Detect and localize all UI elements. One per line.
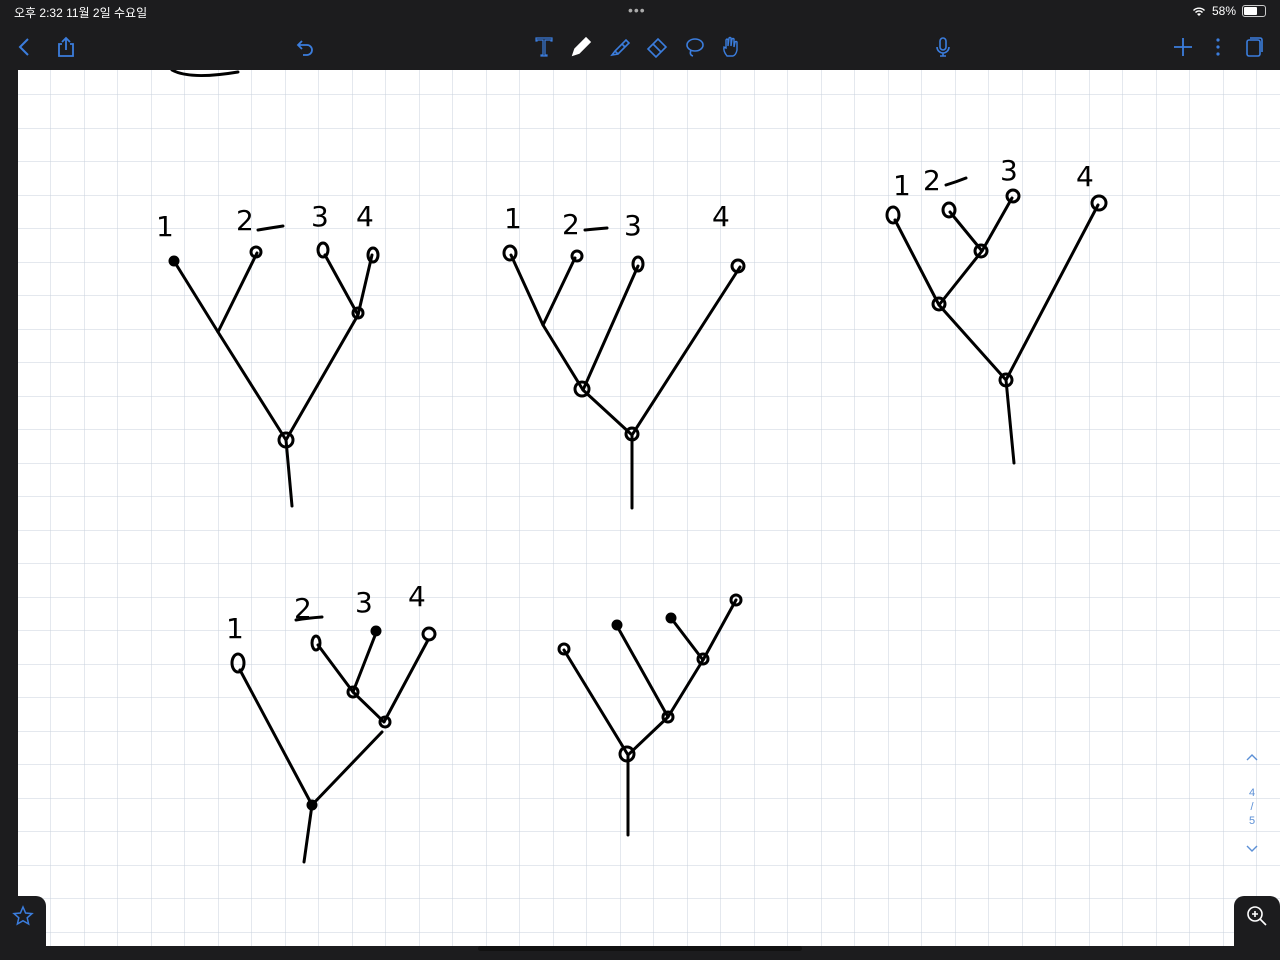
star-icon [12,905,34,926]
tree-diagram-4 [230,625,437,864]
note-canvas[interactable]: 1 2 3 4 1 2 3 4 [18,70,1280,950]
battery-icon [1242,5,1266,17]
microphone-icon[interactable] [928,32,958,62]
home-indicator[interactable] [478,946,802,951]
tree3-label-2: 2 [923,164,941,197]
tree3-label-3: 3 [1000,154,1018,187]
status-time: 오후 2:32 11월 2일 수요일 [14,6,148,20]
total-pages: 5 [1248,815,1256,827]
grid-page: 1 2 3 4 1 2 3 4 [18,70,1280,950]
eraser-icon[interactable] [642,32,672,62]
tree4-label-4: 4 [408,580,426,613]
tree3-label-1: 1 [893,169,911,202]
tree2-label-4: 4 [712,200,730,233]
tree2-label-1: 1 [504,202,522,235]
status-bar: 오후 2:32 11월 2일 수요일 ••• 58% [0,0,1280,24]
tree-diagram-1 [168,241,380,508]
wifi-icon [1192,7,1205,16]
tree3-label-4: 4 [1076,160,1094,193]
add-icon[interactable] [1168,32,1198,62]
tree4-label-2: 2 [294,592,312,625]
tree-diagram-2 [502,244,746,510]
more-icon[interactable] [1203,32,1233,62]
favorite-button[interactable] [0,896,46,960]
tree-diagram-5 [557,593,743,837]
zoom-in-icon [1247,906,1267,926]
tree4-label-3: 3 [355,586,373,619]
tree1-label-1: 1 [156,210,174,243]
back-icon[interactable] [10,32,40,62]
lasso-icon[interactable] [680,32,710,62]
tree1-label-2: 2 [236,204,254,237]
status-right: 58% [1192,4,1266,18]
tree4-label-1: 1 [226,612,244,645]
toolbar [0,24,1280,70]
chevron-up-icon[interactable] [1242,752,1262,766]
chevron-down-icon[interactable] [1242,844,1262,858]
ink-stroke-top [170,70,240,78]
current-page: 4 [1248,787,1256,799]
zoom-button[interactable] [1234,896,1280,960]
page-separator: / [1250,801,1254,813]
tree-diagram-3 [885,188,1108,465]
share-icon[interactable] [51,32,81,62]
tree1-label-4: 4 [356,200,374,233]
hand-icon[interactable] [716,32,746,62]
pages-icon[interactable] [1239,32,1269,62]
tree2-label-3: 3 [624,209,642,242]
highlighter-icon[interactable] [605,32,635,62]
page-indicator: 4 / 5 [1242,752,1262,858]
pen-icon[interactable] [566,32,596,62]
tree1-label-3: 3 [311,200,329,233]
bottom-bar [0,946,1280,960]
text-tool-icon[interactable] [529,32,559,62]
tree2-label-2: 2 [562,208,580,241]
undo-icon[interactable] [290,32,320,62]
battery-percent: 58% [1211,4,1236,18]
multitasking-dots[interactable]: ••• [628,2,646,18]
